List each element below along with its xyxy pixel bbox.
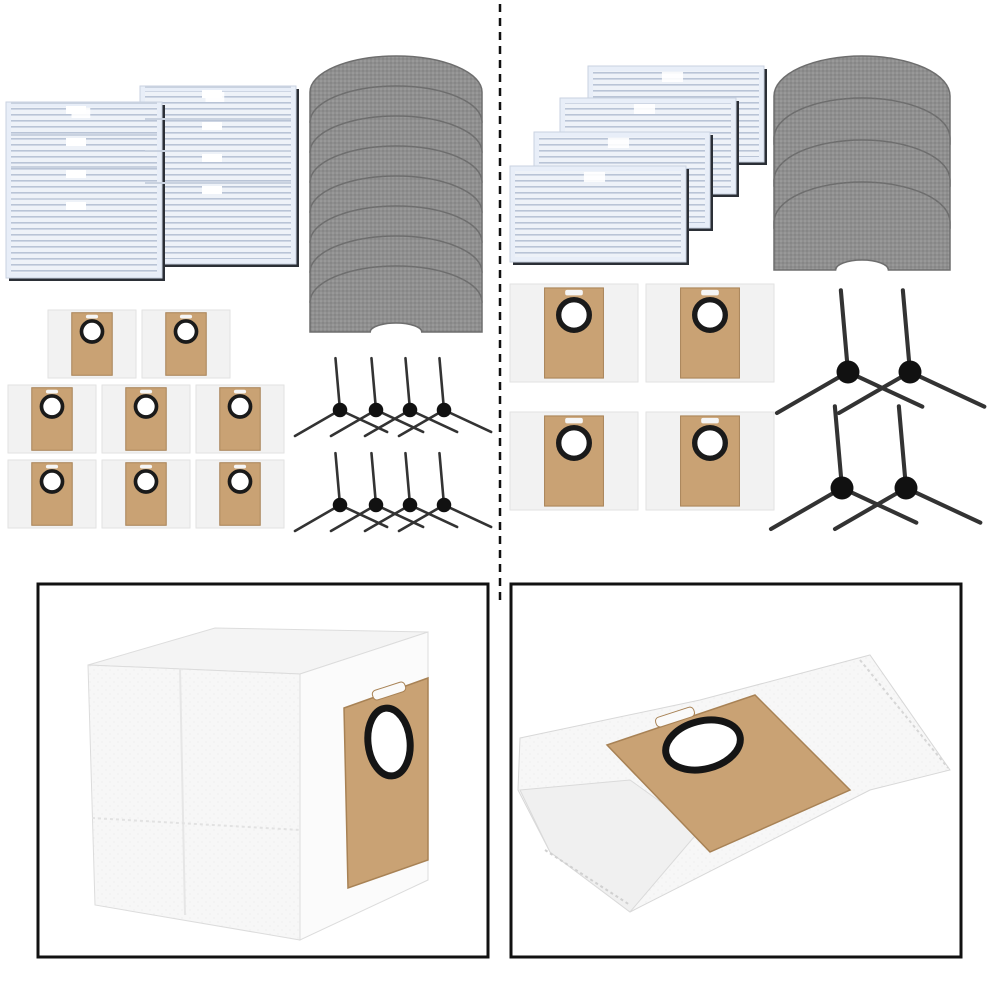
hepa-filter	[509, 165, 689, 265]
hepa-filters-left	[5, 85, 299, 281]
side-brush	[363, 451, 459, 533]
hepa-filter	[5, 101, 165, 281]
mop-pad	[773, 181, 951, 271]
dust-bag	[7, 384, 97, 454]
side-brushes-left	[293, 356, 493, 533]
dust-bags-left	[7, 309, 285, 529]
side-brush	[329, 451, 425, 533]
flat-dust-bag	[517, 654, 951, 913]
dust-bag	[141, 309, 231, 379]
dust-bag	[7, 459, 97, 529]
side-brush	[774, 288, 925, 416]
dust-bag	[509, 283, 639, 383]
dust-bag	[645, 411, 775, 511]
flat-dust-bag-panel	[509, 582, 963, 959]
side-brush	[836, 288, 987, 416]
dust-bag	[101, 459, 191, 529]
dust-bag	[47, 309, 137, 379]
dust-bag	[509, 411, 639, 511]
mop-pads-right	[773, 55, 951, 271]
dust-bag	[645, 283, 775, 383]
dust-bag	[195, 384, 285, 454]
side-brush	[329, 356, 425, 438]
dust-bag	[195, 459, 285, 529]
mop-pads-left	[309, 55, 483, 333]
side-brush	[397, 451, 493, 533]
side-brush	[293, 451, 389, 533]
dust-bag	[101, 384, 191, 454]
side-brush	[768, 404, 919, 532]
hepa-filters-right	[509, 65, 767, 265]
side-brush	[363, 356, 459, 438]
boxed-dust-bag	[87, 627, 429, 941]
mop-pad	[309, 265, 483, 333]
side-brushes-right	[768, 288, 987, 532]
boxed-dust-bag-panel	[36, 582, 490, 959]
side-brush	[832, 404, 983, 532]
dust-bags-right	[509, 283, 775, 511]
side-brush	[397, 356, 493, 438]
